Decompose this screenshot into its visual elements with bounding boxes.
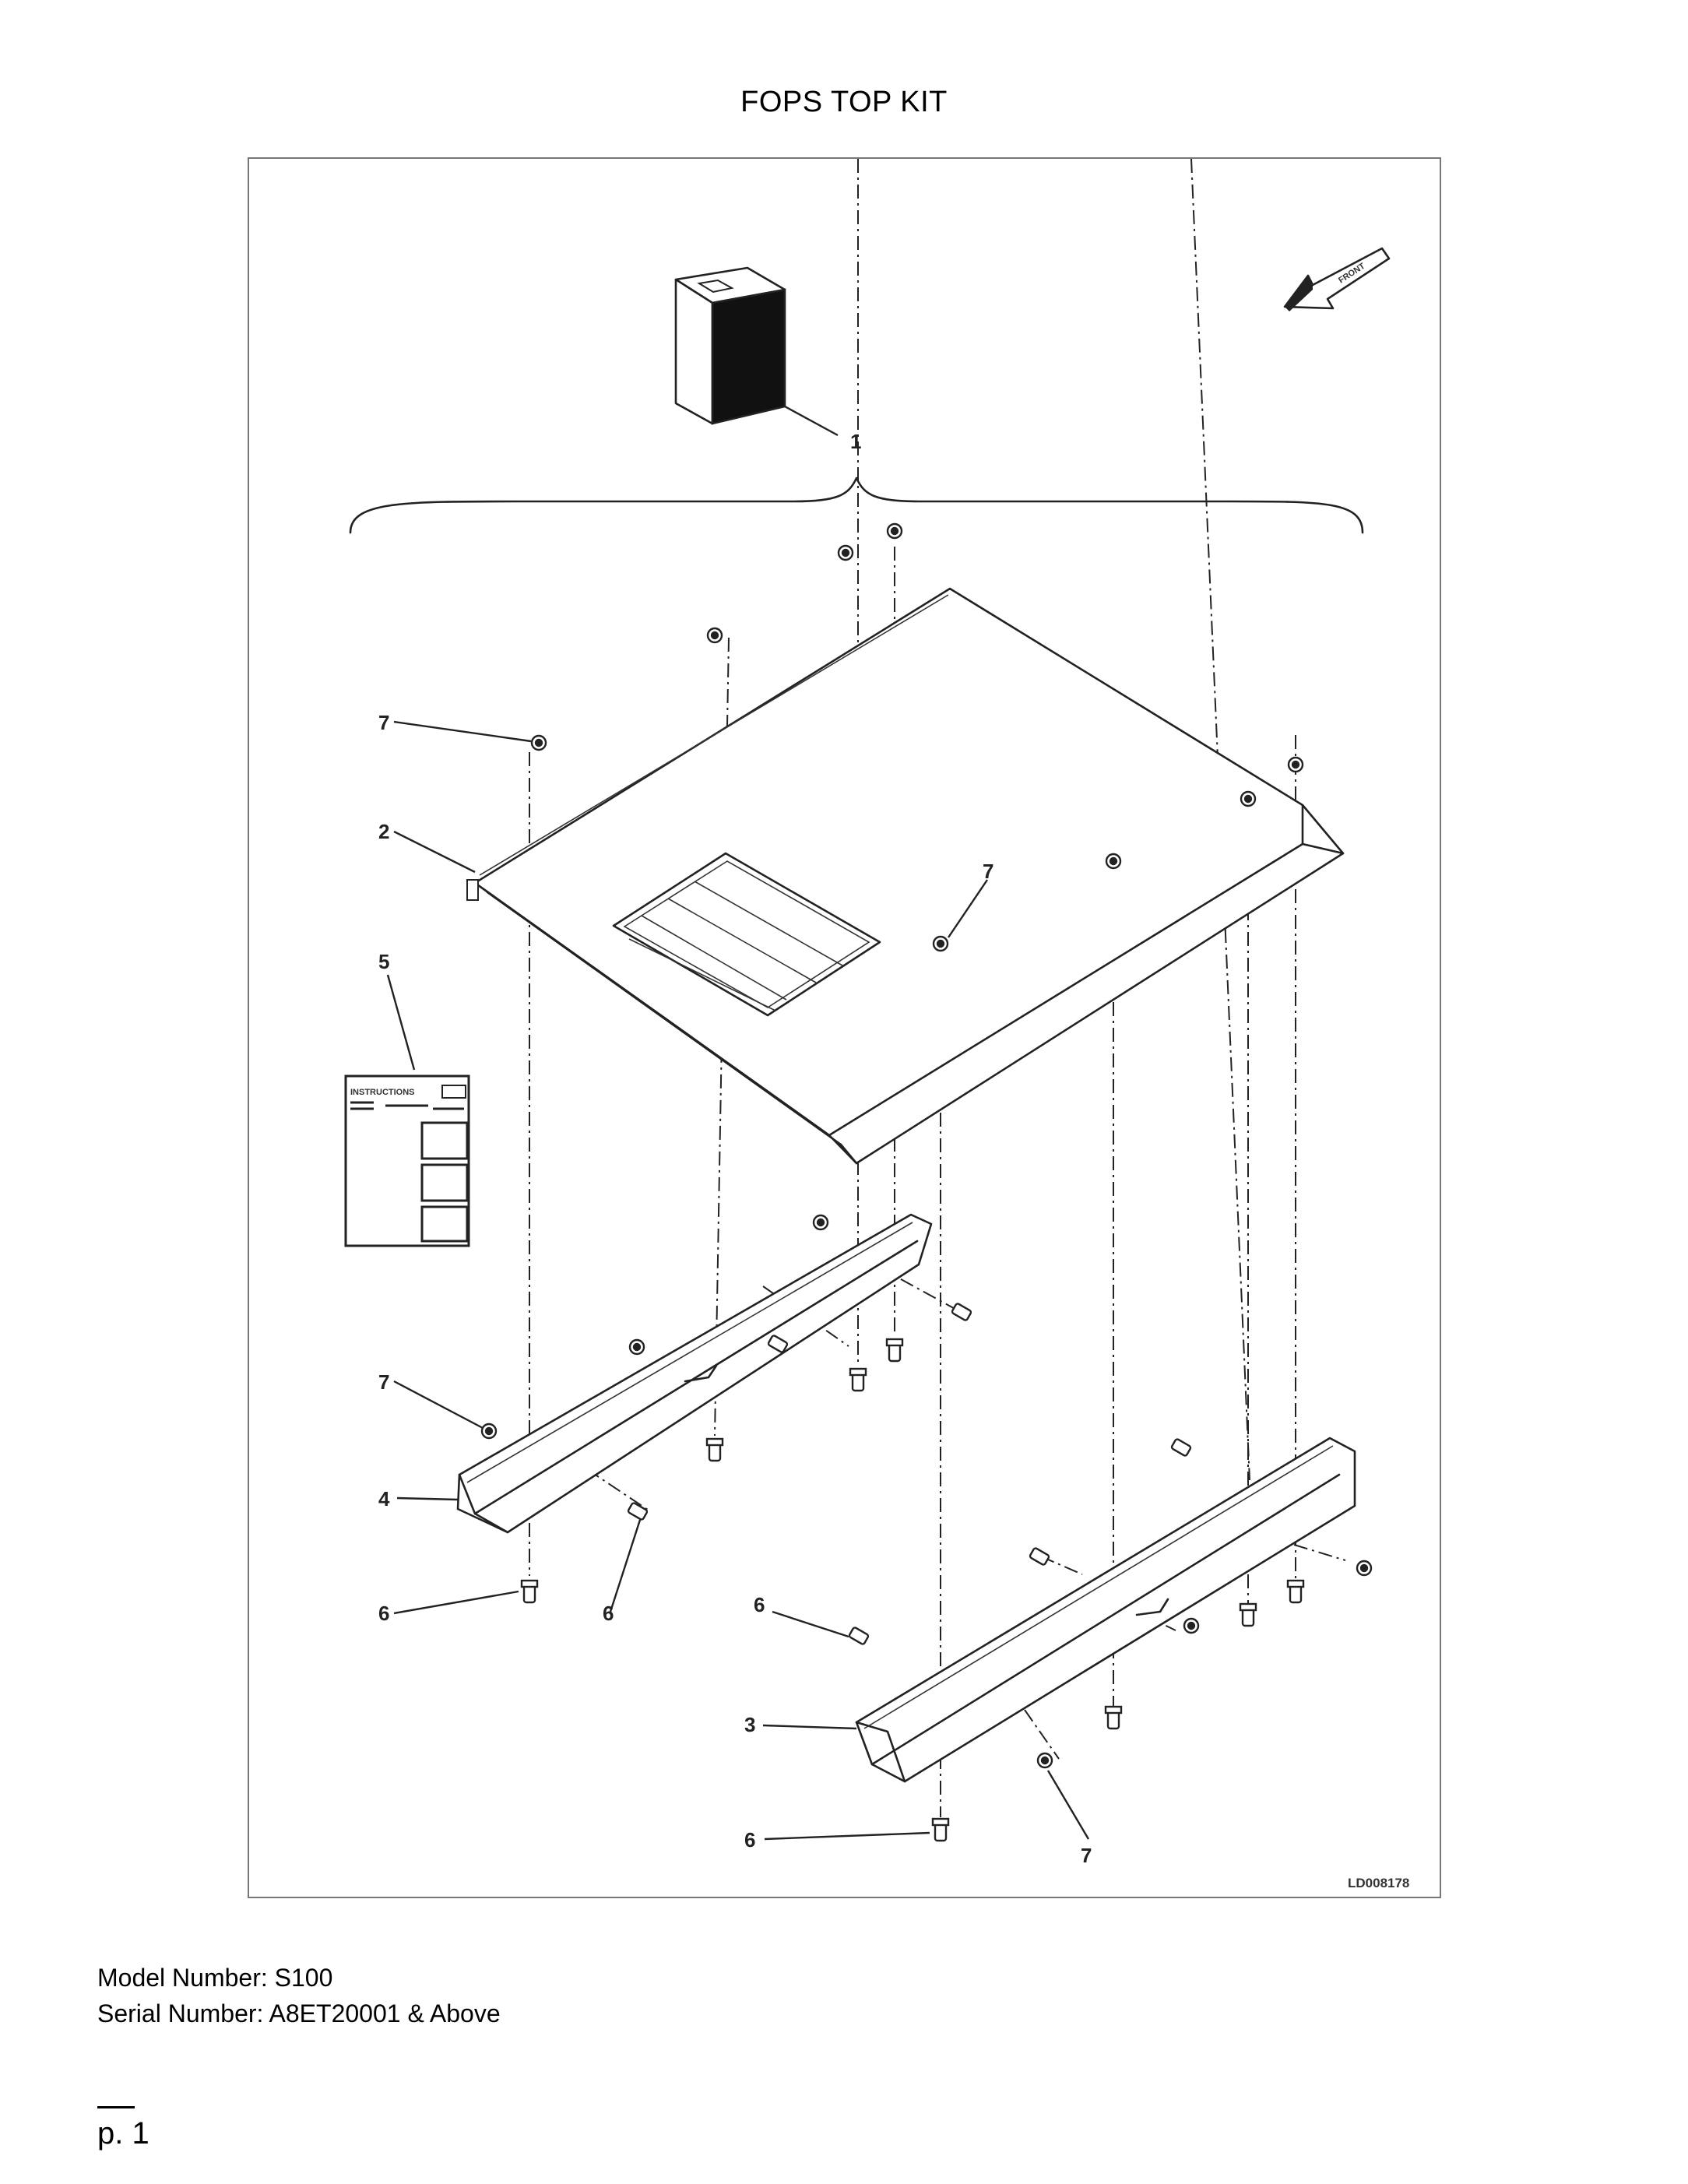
callout-bolt: 6 [378, 1602, 389, 1625]
kit-box-illustration [674, 266, 839, 437]
callout-nut: 7 [378, 711, 389, 734]
callout-bolt: 6 [744, 1828, 755, 1852]
right-rail-illustration [855, 1437, 1356, 1783]
exploded-parts-diagram: FRONT [248, 157, 1441, 1898]
callout-nut: 7 [983, 860, 993, 883]
fops-top-panel-illustration [466, 587, 1345, 1165]
bolt-hardware [520, 1303, 1305, 1842]
serial-number: Serial Number: A8ET20001 & Above [97, 1999, 501, 2027]
callout-top-panel: 2 [378, 820, 389, 843]
nut-hardware [480, 522, 1373, 1769]
kit-brace [349, 477, 1364, 534]
callout-right-rail: 3 [744, 1713, 755, 1736]
callout-bolt: 6 [754, 1593, 765, 1616]
instructions-card-label: INSTRUCTIONS [350, 1088, 415, 1097]
callout-nut: 7 [378, 1370, 389, 1394]
callout-left-rail: 4 [378, 1487, 390, 1511]
model-number: Model Number: S100 [97, 1964, 333, 1992]
page-number: p. 1 [97, 2116, 149, 2151]
page-number-rule [97, 2106, 135, 2108]
instructions-card-illustration: INSTRUCTIONS [344, 1074, 470, 1247]
page-title: FOPS TOP KIT [740, 86, 948, 118]
left-rail-illustration [456, 1213, 933, 1534]
callout-bolt: 6 [603, 1602, 614, 1625]
drawing-id: LD008178 [1348, 1876, 1409, 1890]
callout-nut: 7 [1081, 1844, 1092, 1867]
front-direction-arrow-icon: FRONT [1283, 247, 1391, 311]
callout-kit: 1 [850, 430, 861, 453]
callout-leaders [386, 720, 1090, 1841]
callout-instructions-card: 5 [378, 950, 389, 973]
